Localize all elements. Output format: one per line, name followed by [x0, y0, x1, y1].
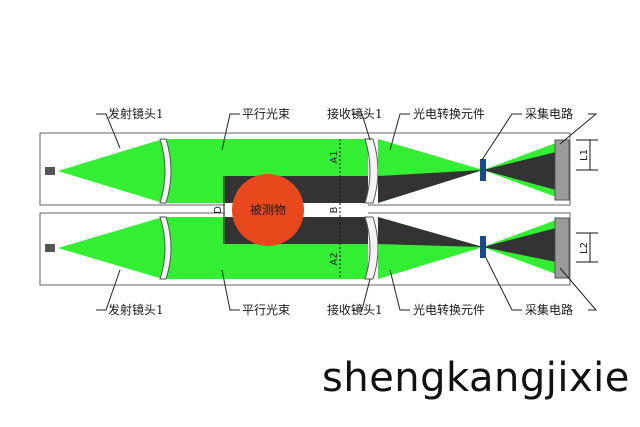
leader-element2-bottom: [485, 257, 522, 311]
leader-element-top: [389, 113, 410, 151]
leader-circuit-top: [559, 113, 598, 145]
lower-converging-shadow: [378, 217, 483, 247]
leader-receiver-bottom: [352, 278, 371, 311]
dim-D-label: D: [213, 206, 224, 214]
lower-light-source: [45, 244, 55, 252]
leader-circuit-bottom: [559, 267, 598, 311]
label-emitter-top: 发射镜头1: [108, 106, 164, 121]
leader-beam-bottom: [221, 269, 240, 311]
leader-element-bottom: [389, 269, 410, 311]
upper-diverging-shadow: [483, 152, 556, 190]
upper-emitter-cone: [58, 139, 163, 203]
measured-object: [232, 174, 304, 246]
dim-L2-label: L2: [579, 242, 590, 254]
upper-acquisition-circuit: [554, 139, 570, 201]
label-receiver-bottom: 接收镜头1: [327, 302, 383, 317]
dim-A1-label: A1: [329, 150, 340, 163]
lower-emitter-lens: [159, 216, 172, 280]
upper-receiver-lens: [364, 138, 379, 204]
object-label: 被测物: [250, 203, 286, 217]
leader-beam-top: [221, 113, 240, 151]
label-element-top: 光电转换元件: [413, 106, 485, 121]
dim-B-label: B: [329, 206, 340, 213]
watermark-text: shengkangjixie: [322, 355, 630, 401]
lower-photo-element: [480, 236, 486, 258]
upper-light-source: [45, 167, 55, 175]
upper-photo-element: [480, 159, 486, 181]
label-beam-bottom: 平行光束: [242, 303, 290, 317]
leader-receiver-top: [352, 113, 371, 141]
leader-element2-top: [481, 113, 522, 161]
lower-emitter-cone: [58, 217, 163, 279]
label-beam-top: 平行光束: [242, 107, 290, 121]
leader-emitter-top: [96, 113, 121, 149]
label-circuit-bottom: 采集电路: [525, 302, 573, 317]
lower-diverging-shadow: [483, 228, 556, 262]
dim-A2-label: A2: [329, 252, 340, 265]
leader-emitter-bottom: [96, 269, 121, 311]
lower-acquisition-circuit: [554, 217, 570, 279]
label-element-bottom: 光电转换元件: [413, 302, 485, 317]
upper-emitter-lens: [159, 138, 172, 204]
label-circuit-top: 采集电路: [525, 106, 573, 121]
label-emitter-bottom: 发射镜头1: [108, 302, 164, 317]
lower-receiver-lens: [364, 216, 379, 280]
upper-converging-shadow: [378, 170, 483, 203]
label-receiver-top: 接收镜头1: [327, 106, 383, 121]
dim-L1-label: L1: [579, 149, 590, 161]
